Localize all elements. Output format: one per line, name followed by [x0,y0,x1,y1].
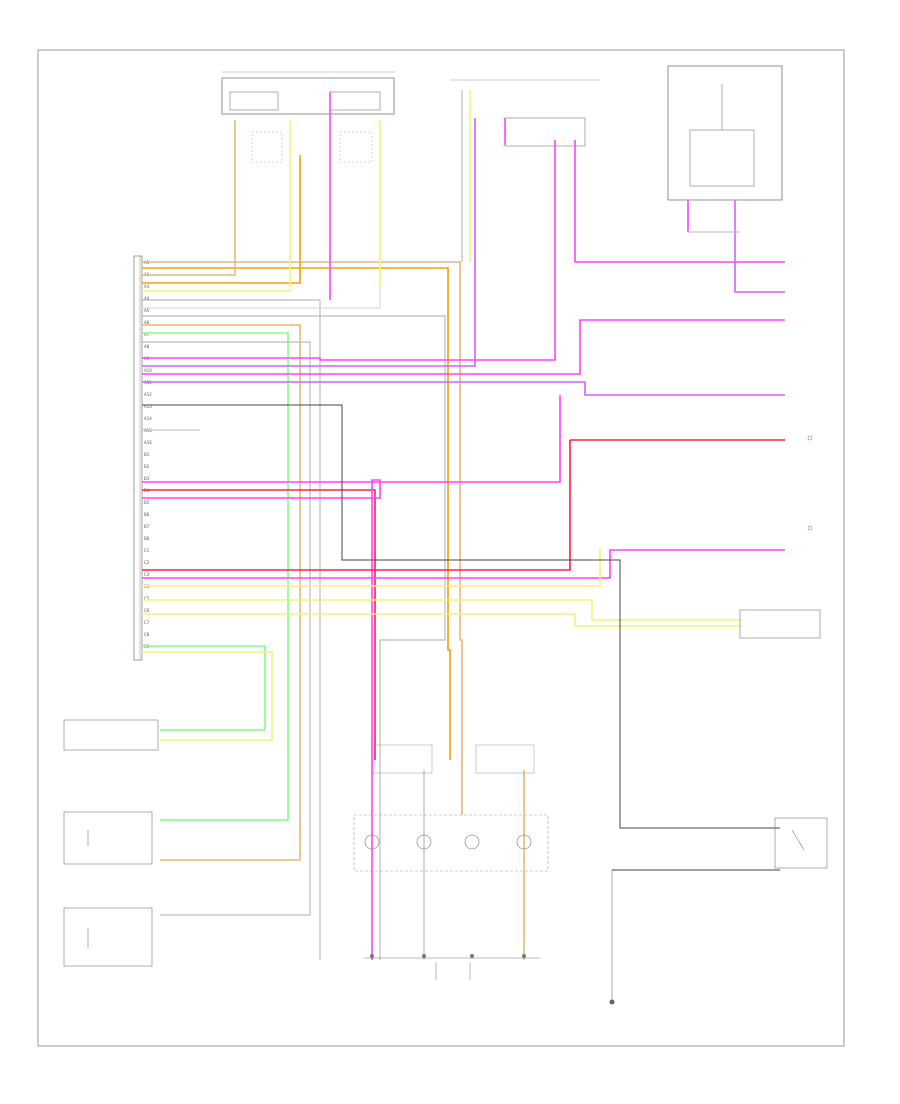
main-connector [133,255,143,661]
wire-12 [142,140,556,361]
wire-8 [142,315,446,960]
pin-label: B2 [144,464,150,469]
pin-label: A8 [144,344,150,349]
pin-label: B8 [144,536,150,541]
wire-24 [142,613,742,627]
wire-22 [142,548,601,587]
right-side-switches [739,435,828,869]
ground-symbol [609,870,615,1005]
wire-18 [142,479,381,960]
wire-29 [574,140,785,263]
pin-label: B3 [144,476,150,481]
wire-13 [142,118,476,367]
pin-label: A13 [144,404,152,409]
pin-label: B6 [144,512,150,517]
wire-4 [142,155,301,284]
wire-26 [142,651,273,741]
wire-30 [734,200,785,293]
pin-label: C1 [144,548,150,553]
wire-27 [142,404,780,829]
wire-1 [142,261,463,815]
wire-14 [142,319,785,375]
wire-20 [142,440,571,571]
pin-label: B1 [144,452,150,457]
pin-label: A7 [144,332,150,337]
pin-label: C5 [144,596,150,601]
diagram-frame [37,49,845,1047]
pin-label: A6 [144,320,150,325]
wire-6 [142,299,321,960]
pin-label: C2 [144,560,150,565]
pin-label: A14 [144,416,152,421]
pin-label: A12 [144,392,152,397]
top-right-module [667,65,783,201]
pin-label: A3 [144,284,150,289]
left-side-components [63,719,159,967]
wire-15 [142,381,785,396]
pin-label: C7 [144,620,150,625]
pin-label: C6 [144,608,150,613]
wires [142,90,785,960]
pin-label: B7 [144,524,150,529]
wire-3 [142,120,236,276]
wire-2 [142,267,451,760]
wire-23 [142,599,742,621]
wire-16 [142,395,561,483]
pin-label: C8 [144,632,150,637]
top-middle-module [450,79,600,147]
wire-11 [142,341,311,916]
pin-label: A10 [144,368,152,373]
wire-17 [142,489,376,760]
inflator-module [353,744,549,980]
pin-label: B5 [144,500,150,505]
pin-label: A4 [144,296,150,301]
wire-7 [142,120,381,309]
wire-5 [142,120,291,292]
pin-label: A5 [144,308,150,313]
wire-21 [142,549,785,579]
pin-label: C3 [144,572,150,577]
pin-label: A16 [144,440,152,445]
wire-9 [142,324,301,861]
wire-25 [142,645,266,731]
top-left-module [221,71,395,163]
wire-10 [142,332,289,821]
connector-pin-labels: A1A2A3A4A5A6A7A8A9A10A11A12A13A14A15A16B… [144,260,152,649]
